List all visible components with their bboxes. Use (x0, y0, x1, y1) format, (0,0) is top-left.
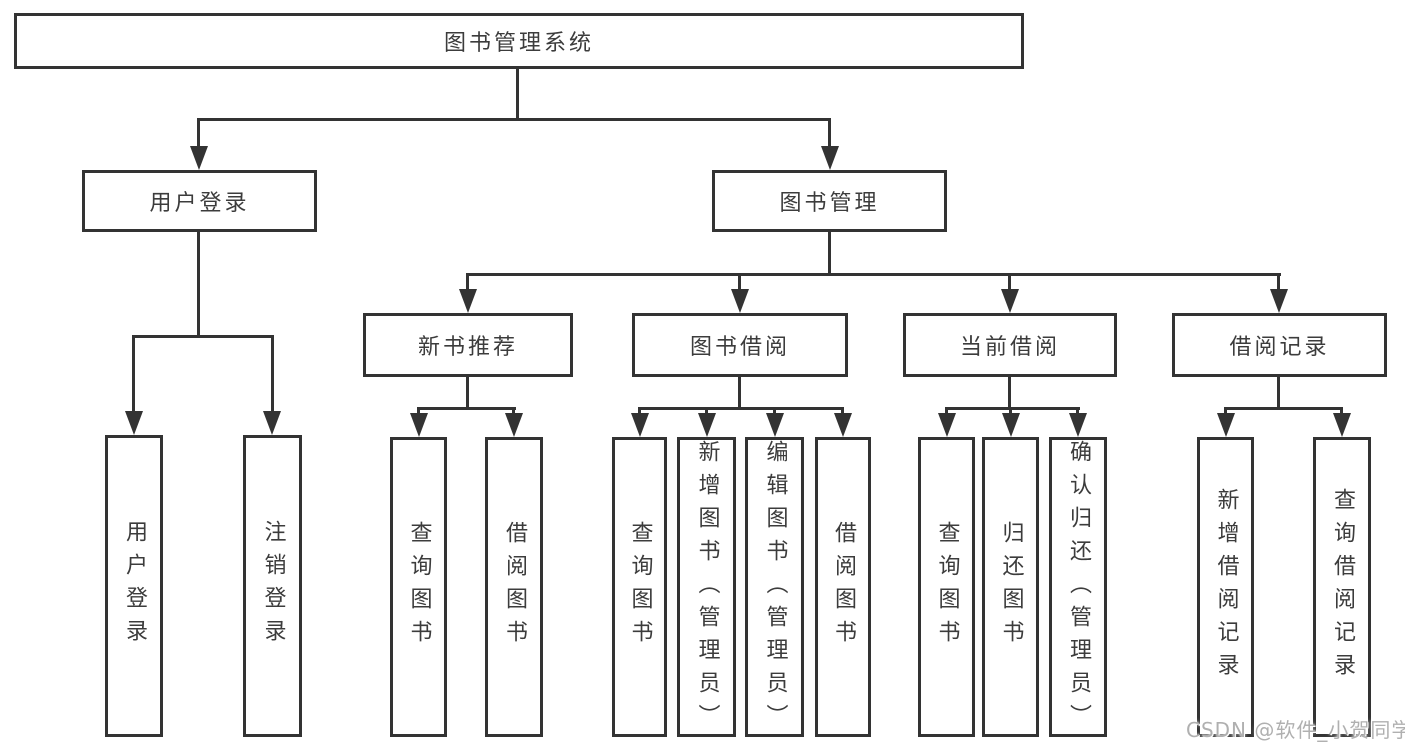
node-book-borrowing-label: 图书借阅 (689, 335, 790, 360)
connector-leaf-line (773, 407, 776, 416)
connector-leaf-line (705, 407, 708, 416)
arrowhead-icon (410, 413, 428, 437)
leaf-user-login: 用户登录 (105, 435, 163, 737)
leaf-edit-book-admin: 编辑图书（管理员） (745, 437, 804, 737)
arrowhead-icon (263, 411, 281, 435)
leaf-borrow-books-recommend: 借阅图书 (485, 437, 543, 737)
arrowhead-icon (1001, 289, 1019, 313)
arrowhead-icon (1217, 413, 1235, 437)
arrowhead-icon (631, 413, 649, 437)
leaf-confirm-return-admin-label: 确认归还（管理员） (1066, 440, 1091, 737)
node-user-login-branch: 用户登录 (82, 170, 317, 232)
node-library-system-label: 图书管理系统 (443, 31, 594, 56)
arrowhead-icon (1333, 413, 1351, 437)
arrowhead-icon (834, 413, 852, 437)
leaf-user-login-label: 用户登录 (122, 520, 147, 652)
connector-leaf-line (1224, 407, 1227, 416)
leaf-borrow-books-recommend-label: 借阅图书 (502, 521, 527, 653)
connector-leaf-line (132, 335, 135, 414)
arrowhead-icon (125, 411, 143, 435)
connector-section-bar (417, 407, 516, 410)
leaf-borrow-books-borrowing-label: 借阅图书 (831, 521, 856, 653)
arrowhead-icon (731, 289, 749, 313)
connector-root-bar (197, 118, 831, 121)
connector-section-stem (1277, 376, 1280, 410)
leaf-query-books-current-label: 查询图书 (934, 521, 960, 653)
node-book-management: 图书管理 (712, 170, 947, 232)
node-borrow-records: 借阅记录 (1172, 313, 1387, 377)
connector-leaf-line (1009, 407, 1012, 416)
connector-mgmt-stem (828, 232, 831, 276)
connector-leaf-line (271, 335, 274, 414)
connector-section-bar (638, 407, 844, 410)
leaf-add-book-admin-label: 新增图书（管理员） (694, 440, 720, 737)
arrowhead-icon (190, 146, 208, 170)
node-current-borrowing-label: 当前借阅 (959, 335, 1060, 360)
arrowhead-icon (505, 413, 523, 437)
leaf-return-books: 归还图书 (982, 437, 1039, 737)
connector-mgmt-bar (467, 273, 1281, 276)
connector-leaf-line (1340, 407, 1343, 416)
connector-user-bar (132, 335, 274, 338)
connector-leaf-line (841, 407, 844, 416)
connector-section-line (466, 273, 469, 292)
connector-section-stem (466, 376, 469, 410)
connector-section-line (1277, 273, 1280, 292)
node-book-management-label: 图书管理 (779, 191, 880, 216)
connector-to-book-management (828, 118, 831, 149)
leaf-query-borrow-record-label: 查询借阅记录 (1330, 488, 1355, 686)
arrowhead-icon (1002, 413, 1020, 437)
connector-section-bar (1224, 407, 1343, 410)
connector-leaf-line (512, 407, 515, 416)
node-borrow-records-label: 借阅记录 (1229, 335, 1330, 360)
connector-section-line (1008, 273, 1011, 292)
node-new-book-recommendation: 新书推荐 (363, 313, 573, 377)
arrowhead-icon (698, 413, 716, 437)
leaf-query-borrow-record: 查询借阅记录 (1313, 437, 1371, 737)
connector-section-stem (1008, 376, 1011, 410)
node-user-login-label: 用户登录 (149, 191, 250, 216)
arrowhead-icon (1069, 413, 1087, 437)
connector-user-stem (197, 232, 200, 338)
connector-section-line (738, 273, 741, 292)
leaf-add-borrow-record-label: 新增借阅记录 (1213, 488, 1239, 686)
leaf-add-book-admin: 新增图书（管理员） (677, 437, 736, 737)
node-new-book-recommendation-label: 新书推荐 (417, 335, 518, 360)
arrowhead-icon (766, 413, 784, 437)
arrowhead-icon (821, 146, 839, 170)
connector-section-bar (945, 407, 1080, 410)
connector-leaf-line (1076, 407, 1079, 416)
node-book-borrowing: 图书借阅 (632, 313, 848, 377)
connector-root-stem (516, 67, 519, 121)
arrowhead-icon (1270, 289, 1288, 313)
connector-to-user-login (197, 118, 200, 149)
leaf-query-books-borrowing-label: 查询图书 (627, 521, 653, 653)
leaf-return-books-label: 归还图书 (998, 521, 1024, 653)
arrowhead-icon (938, 413, 956, 437)
leaf-logout-login-label: 注销登录 (260, 520, 286, 652)
leaf-query-books-current: 查询图书 (918, 437, 975, 737)
node-current-borrowing: 当前借阅 (903, 313, 1117, 377)
arrowhead-icon (459, 289, 477, 313)
node-library-system: 图书管理系统 (14, 13, 1024, 69)
leaf-query-books-recommend-label: 查询图书 (406, 521, 432, 653)
leaf-query-books-recommend: 查询图书 (390, 437, 447, 737)
connector-leaf-line (417, 407, 420, 416)
watermark: CSDN @软件_小贺同学 (1186, 718, 1405, 742)
leaf-confirm-return-admin: 确认归还（管理员） (1049, 437, 1107, 737)
connector-section-stem (738, 376, 741, 410)
connector-leaf-line (638, 407, 641, 416)
connector-leaf-line (945, 407, 948, 416)
leaf-edit-book-admin-label: 编辑图书（管理员） (762, 440, 788, 737)
leaf-borrow-books-borrowing: 借阅图书 (815, 437, 871, 737)
leaf-query-books-borrowing: 查询图书 (612, 437, 667, 737)
leaf-add-borrow-record: 新增借阅记录 (1197, 437, 1254, 737)
leaf-logout-login: 注销登录 (243, 435, 302, 737)
